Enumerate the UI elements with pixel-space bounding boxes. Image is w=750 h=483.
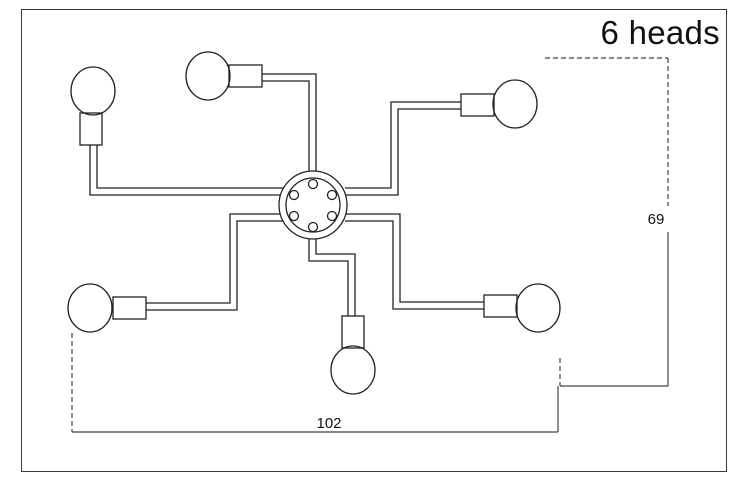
diagram-title: 6 heads [600, 14, 720, 51]
arm-top-left [70, 66, 285, 196]
socket-top-left [79, 112, 103, 146]
height-label: 69 [648, 211, 665, 228]
bulb-bottom-right [515, 283, 561, 333]
diagram-frame [21, 9, 727, 472]
bulb-bottom-center [330, 345, 376, 395]
bulb-top-left [70, 66, 116, 116]
arm-bottom-center [308, 232, 376, 395]
socket-bottom-left [112, 296, 147, 320]
bulb-top-center [185, 51, 231, 101]
socket-bottom-right [483, 294, 518, 318]
arm-bottom-left [67, 213, 285, 333]
socket-top-right [460, 93, 495, 117]
bulb-bottom-left [67, 283, 113, 333]
arm-bottom-right [345, 213, 561, 333]
socket-bottom-center [341, 315, 365, 349]
canopy-hub [278, 170, 348, 240]
width-label: 102 [316, 415, 341, 432]
width-dimension [71, 333, 559, 433]
arm-top-center [185, 51, 317, 178]
socket-top-center [228, 64, 263, 88]
height-dimension [545, 57, 669, 387]
arm-top-right [345, 79, 538, 196]
bulb-top-right [492, 79, 538, 129]
